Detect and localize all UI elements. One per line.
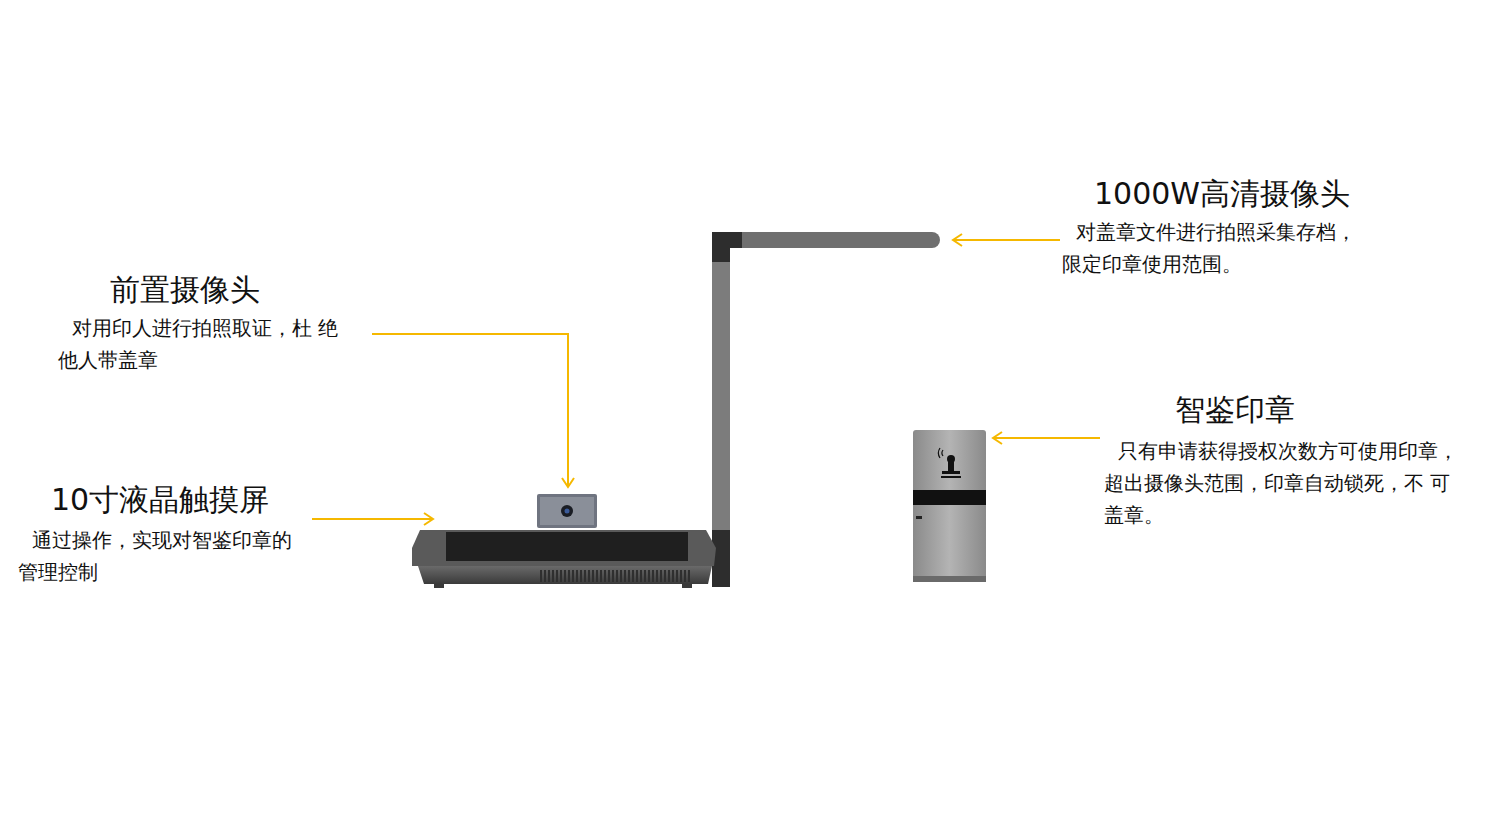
callout-heading: 前置摄像头 (110, 272, 260, 308)
camera-arm (712, 232, 940, 587)
callout-heading: 1000W高清摄像头 (1094, 176, 1350, 212)
front-camera (537, 494, 597, 528)
callout-description: 对盖章文件进行拍照采集存档， 限定印章使用范围。 (1062, 216, 1382, 280)
callout-heading: 10寸液晶触摸屏 (51, 482, 269, 518)
callout-description: 对用印人进行拍照取证，杜 绝他人带盖章 (58, 312, 348, 376)
smart-stamp (913, 430, 986, 582)
callout-description: 通过操作，实现对智鉴印章的管理控制 (18, 524, 308, 588)
base-device (412, 530, 716, 588)
callout-description: 只有申请获得授权次数方可使用印章， 超出摄像头范围，印章自动锁死，不 可盖章。 (1104, 435, 1469, 531)
callout-heading: 智鉴印章 (1175, 392, 1295, 428)
leader-lines (312, 234, 1100, 525)
